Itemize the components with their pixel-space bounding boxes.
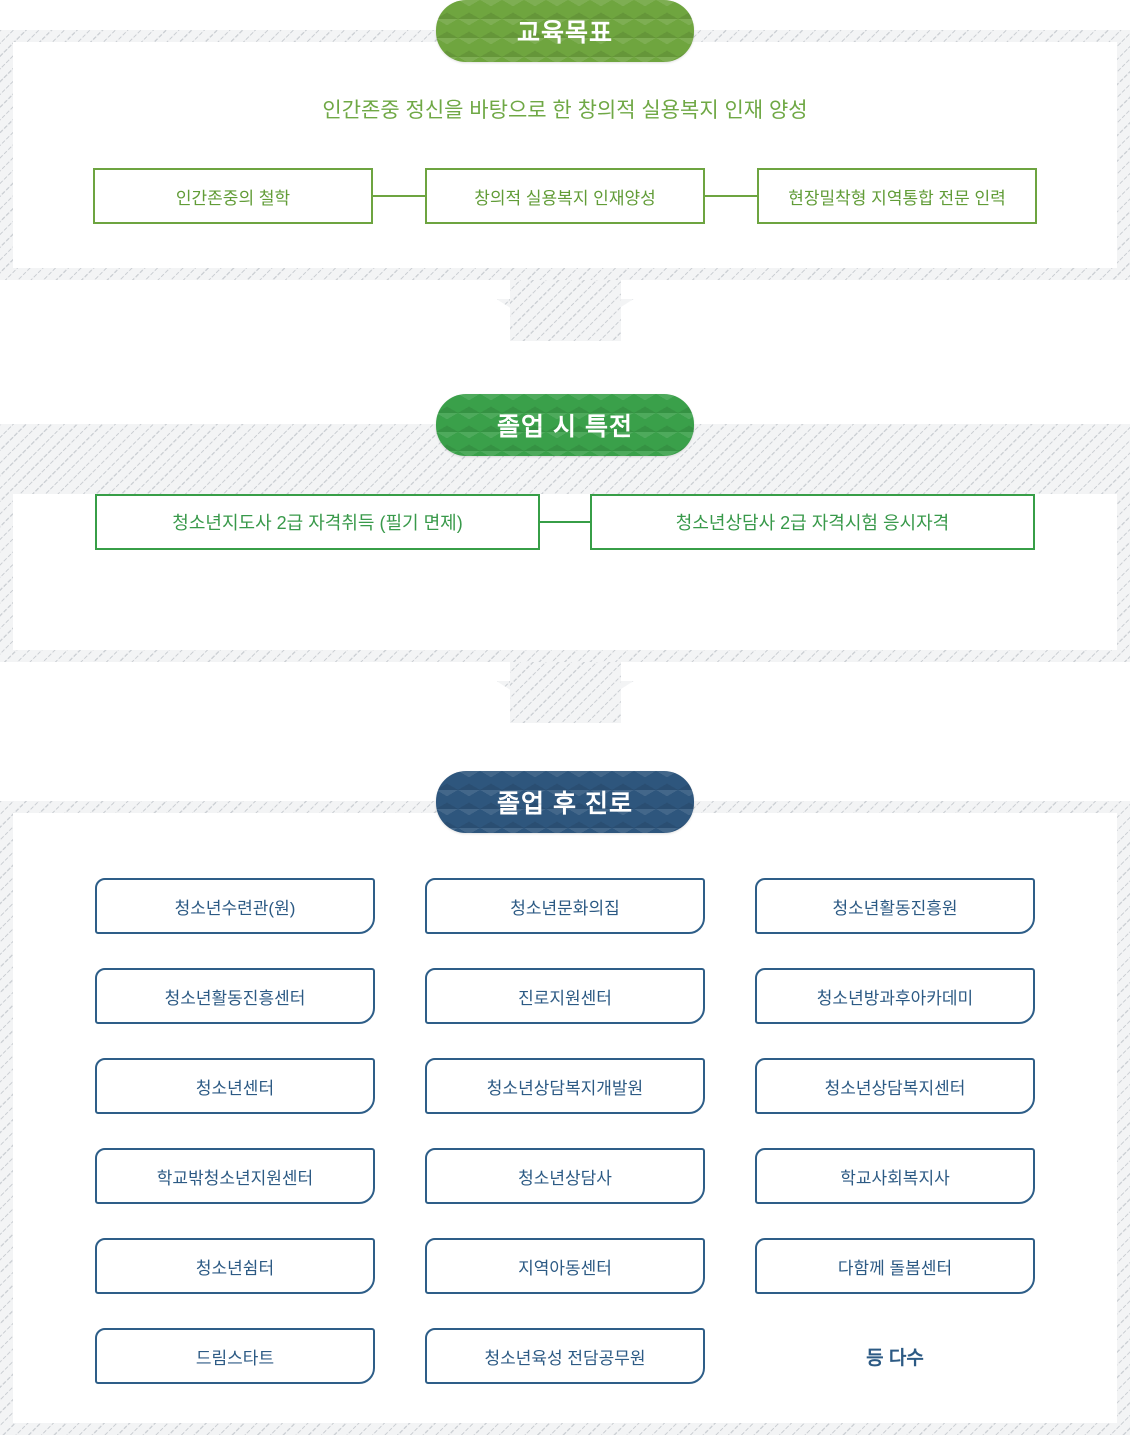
career-cell: 청소년쉼터 [95, 1238, 375, 1294]
education-goal-panel: 인간존중 정신을 바탕으로 한 창의적 실용복지 인재 양성 인간존중의 철학 … [13, 42, 1117, 268]
arrow-wing-right [619, 681, 634, 690]
benefit-box-youth-counselor: 청소년상담사 2급 자격시험 응시자격 [590, 494, 1035, 550]
section-connector-arrow [496, 277, 634, 341]
career-cell: 드림스타트 [95, 1328, 375, 1384]
goal-box-creative-welfare: 창의적 실용복지 인재양성 [425, 168, 705, 224]
career-cell: 청소년상담사 [425, 1148, 705, 1204]
career-grid: 청소년수련관(원) 청소년문화의집 청소년활동진흥원 청소년활동진흥센터 진로지… [95, 813, 1035, 1384]
arrow-wing-right [619, 299, 634, 308]
career-cell: 청소년센터 [95, 1058, 375, 1114]
hatched-frame: 청소년지도사 2급 자격취득 (필기 면제) 청소년상담사 2급 자격시험 응시… [0, 424, 1130, 662]
section-badge-graduation-benefits: 졸업 시 특전 [436, 394, 694, 456]
goal-box-field-expert: 현장밀착형 지역통합 전문 인력 [757, 168, 1037, 224]
career-cell: 청소년활동진흥원 [755, 878, 1035, 934]
career-cell: 청소년육성 전담공무원 [425, 1328, 705, 1384]
career-cell: 다함께 돌봄센터 [755, 1238, 1035, 1294]
benefit-box-youth-leader: 청소년지도사 2급 자격취득 (필기 면제) [95, 494, 540, 550]
career-cell: 청소년방과후아카데미 [755, 968, 1035, 1024]
career-cell: 학교사회복지사 [755, 1148, 1035, 1204]
career-cell-text-only: 등 다수 [755, 1328, 1035, 1384]
box-connector-line [705, 195, 757, 197]
career-cell: 청소년수련관(원) [95, 878, 375, 934]
arrow-shaft [509, 659, 621, 723]
career-paths-panel: 청소년수련관(원) 청소년문화의집 청소년활동진흥원 청소년활동진흥센터 진로지… [13, 813, 1117, 1423]
arrow-wing-left [496, 681, 511, 690]
goal-box-philosophy: 인간존중의 철학 [93, 168, 373, 224]
section-connector-arrow [496, 659, 634, 723]
career-cell: 청소년상담복지개발원 [425, 1058, 705, 1114]
career-cell: 청소년활동진흥센터 [95, 968, 375, 1024]
section-badge-career-paths: 졸업 후 진로 [436, 771, 694, 833]
section-graduation-benefits: 졸업 시 특전 청소년지도사 2급 자격취득 (필기 면제) 청소년상담사 2급… [0, 394, 1130, 662]
education-goal-subtitle: 인간존중 정신을 바탕으로 한 창의적 실용복지 인재 양성 [322, 99, 808, 122]
hatched-frame: 인간존중 정신을 바탕으로 한 창의적 실용복지 인재 양성 인간존중의 철학 … [0, 30, 1130, 280]
career-cell: 청소년문화의집 [425, 878, 705, 934]
career-cell: 학교밖청소년지원센터 [95, 1148, 375, 1204]
career-cell: 지역아동센터 [425, 1238, 705, 1294]
career-cell: 청소년상담복지센터 [755, 1058, 1035, 1114]
section-education-goal: 교육목표 인간존중 정신을 바탕으로 한 창의적 실용복지 인재 양성 인간존중… [0, 0, 1130, 280]
benefits-box-row: 청소년지도사 2급 자격취득 (필기 면제) 청소년상담사 2급 자격시험 응시… [13, 494, 1117, 550]
career-cell: 진로지원센터 [425, 968, 705, 1024]
section-badge-education-goal: 교육목표 [436, 0, 694, 62]
arrow-shaft [509, 277, 621, 341]
graduation-benefits-panel: 청소년지도사 2급 자격취득 (필기 면제) 청소년상담사 2급 자격시험 응시… [13, 494, 1117, 650]
box-connector-line [373, 195, 425, 197]
hatched-frame: 청소년수련관(원) 청소년문화의집 청소년활동진흥원 청소년활동진흥센터 진로지… [0, 801, 1130, 1435]
education-goal-box-row: 인간존중의 철학 창의적 실용복지 인재양성 현장밀착형 지역통합 전문 인력 [13, 168, 1117, 224]
arrow-wing-left [496, 299, 511, 308]
section-career-paths: 졸업 후 진로 청소년수련관(원) 청소년문화의집 청소년활동진흥원 청소년활동… [0, 771, 1130, 1435]
box-connector-line [540, 521, 590, 523]
